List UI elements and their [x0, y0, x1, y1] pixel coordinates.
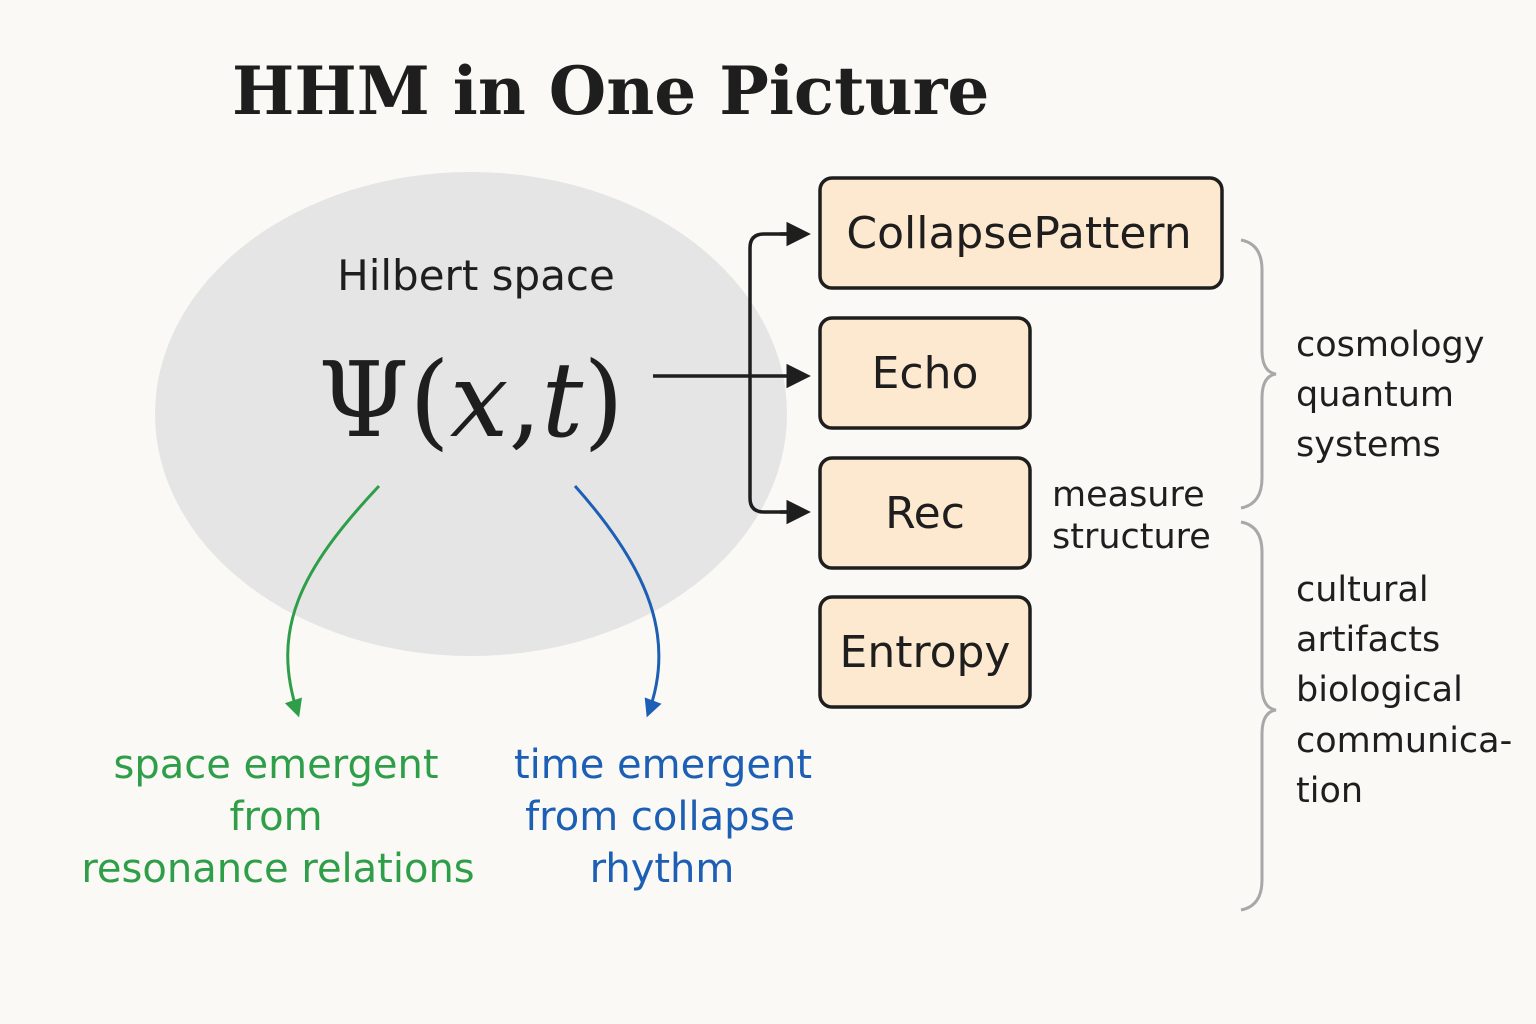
lower-group-brace	[1240, 520, 1277, 912]
branch-connector	[748, 232, 806, 514]
rec-label: Rec	[885, 488, 965, 539]
space-emergence-arrow	[284, 484, 381, 718]
rec-note-line-1: measure	[1052, 475, 1205, 515]
time-label-line-1: time emergent	[514, 742, 812, 788]
psi-open-paren: (	[409, 339, 450, 461]
time-emergence-arrow	[573, 485, 662, 718]
collapse-pattern-box: CollapsePattern	[818, 176, 1224, 290]
collapse-pattern-label: CollapsePattern	[846, 208, 1191, 259]
hilbert-space-ellipse	[155, 172, 787, 656]
echo-box: Echo	[818, 316, 1032, 430]
space-label-line-2: from	[229, 794, 322, 840]
time-label-line-2: from collapse	[525, 794, 795, 840]
wavefunction-expression: Ψ(x,t)	[318, 339, 624, 461]
upper-group-brace	[1240, 238, 1277, 510]
lower-group-item: tion	[1296, 771, 1363, 811]
lower-group-item: cultural	[1296, 570, 1429, 610]
space-label-line-1: space emergent	[113, 742, 438, 788]
lower-group-item: artifacts	[1296, 620, 1440, 660]
psi-comma: ,	[508, 339, 541, 461]
upper-group-item: systems	[1296, 425, 1441, 465]
lower-group-item: communica-	[1296, 721, 1512, 761]
upper-group-item: quantum	[1296, 375, 1454, 415]
rec-box: Rec	[818, 456, 1032, 570]
psi-symbol: Ψ	[318, 339, 409, 461]
psi-variable-t: t	[542, 339, 584, 461]
rec-note-line-2: structure	[1052, 517, 1211, 557]
page-title: HHM in One Picture	[232, 52, 989, 130]
time-label-line-3: rhythm	[590, 846, 735, 892]
psi-variable-x: x	[450, 339, 509, 461]
entropy-label: Entropy	[840, 627, 1011, 678]
space-label-line-3: resonance relations	[81, 846, 474, 892]
echo-label: Echo	[872, 348, 979, 399]
entropy-box: Entropy	[818, 595, 1032, 709]
psi-close-paren: )	[583, 339, 624, 461]
hilbert-space-label: Hilbert space	[337, 251, 615, 300]
upper-group-item: cosmology	[1296, 325, 1484, 365]
lower-group-item: biological	[1296, 670, 1463, 710]
